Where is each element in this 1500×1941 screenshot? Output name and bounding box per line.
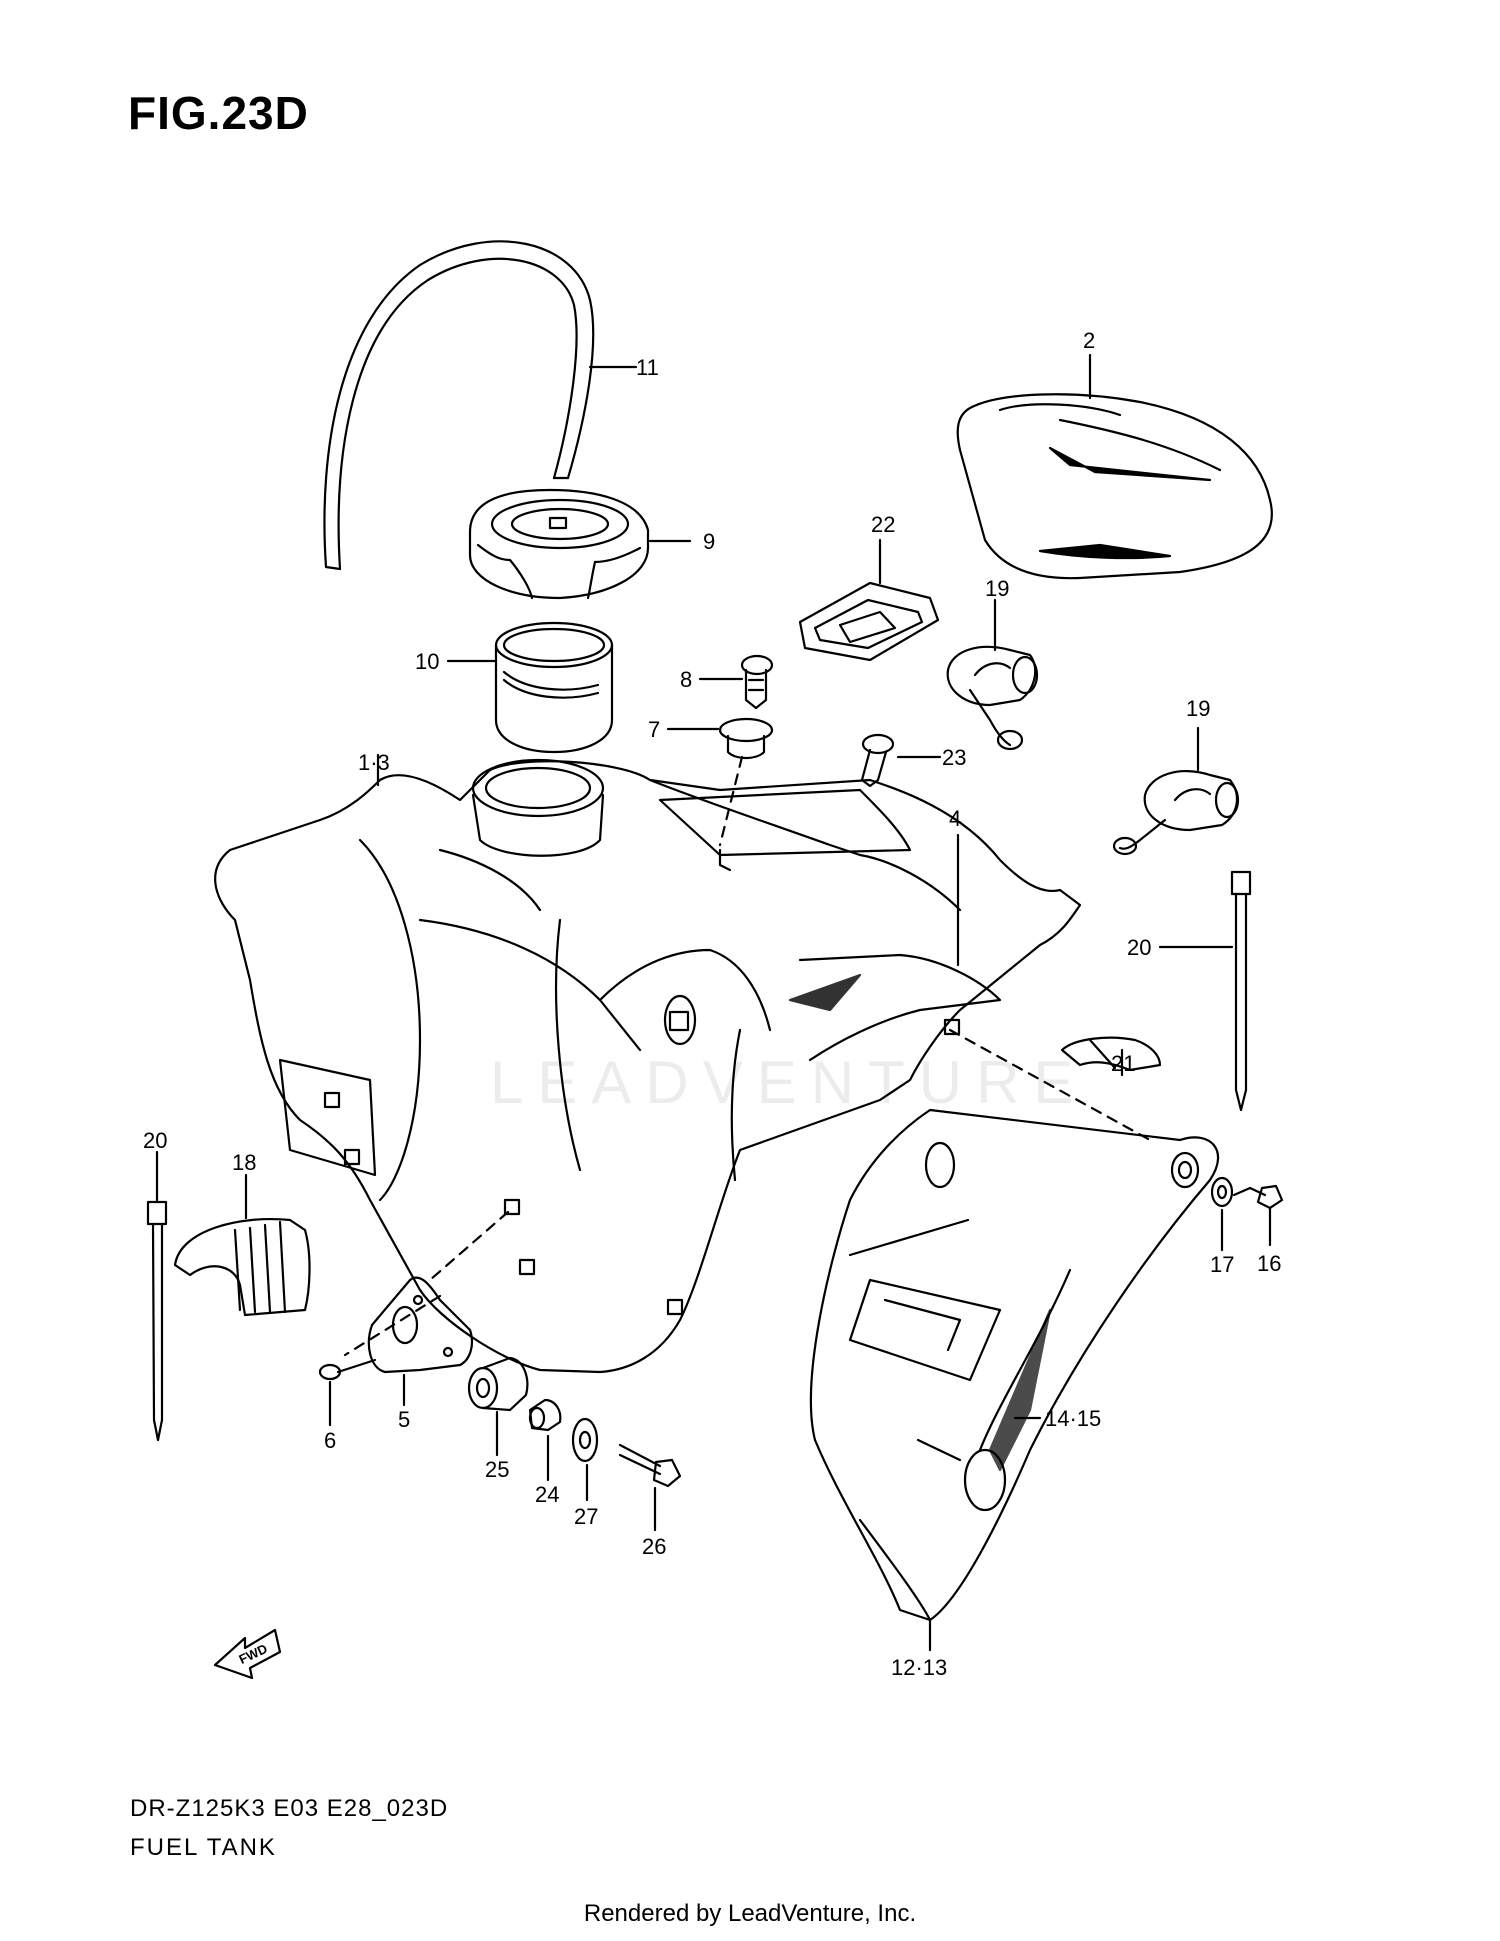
callout-20-left: 20 [143,1128,167,1153]
part-20-cable-tie-right [1160,872,1250,1110]
callout-11: 11 [636,355,659,380]
part-11-breather-hose [324,241,636,569]
callout-24: 24 [535,1482,559,1507]
part-26-bolt [620,1445,680,1530]
callout-1-3: 1·3 [358,750,390,775]
callout-4: 4 [949,806,961,831]
callout-12-13: 12·13 [891,1655,947,1680]
section-name: FUEL TANK [130,1834,277,1861]
callout-26: 26 [642,1534,666,1559]
part-27-washer [573,1419,597,1500]
callout-labels: 1·3 2 4 5 6 7 8 9 10 11 12·13 14·15 16 1… [143,328,1281,1680]
part-20-cable-tie-left [148,1152,166,1440]
callout-2: 2 [1083,328,1095,353]
callout-19-upper: 19 [985,576,1009,601]
figure-title: FIG.23D [128,87,309,139]
callout-6: 6 [324,1428,336,1453]
forward-arrow-icon: FWD [215,1630,280,1678]
part-8-screw [700,656,772,708]
part-6-screw [320,1360,375,1425]
part-9-fuel-cap [470,490,690,598]
part-10-filler-neck-ring [448,623,612,752]
part-2-tank-pad [958,355,1272,578]
part-1-3-fuel-tank [215,755,1080,1372]
callout-20-right: 20 [1127,935,1151,960]
callout-8: 8 [680,667,692,692]
part-21-cushion [1062,1038,1160,1075]
part-7-grommet [668,719,772,758]
callout-16: 16 [1257,1251,1281,1276]
callout-27: 27 [574,1504,598,1529]
part-5-fuel-cock [369,1278,472,1405]
callout-23: 23 [942,745,966,770]
callout-21: 21 [1111,1051,1135,1076]
callout-18: 18 [232,1150,256,1175]
callout-5: 5 [398,1407,410,1432]
callout-25: 25 [485,1457,509,1482]
part-25-grommet [469,1358,527,1455]
part-23-screw [862,735,940,786]
model-code: DR-Z125K3 E03 E28_023D [130,1795,449,1822]
callout-19-lower: 19 [1186,696,1210,721]
part-16-bolt [1234,1186,1282,1245]
callout-9: 9 [703,529,715,554]
part-18-cushion [175,1175,310,1315]
callout-14-15: 14·15 [1045,1406,1101,1431]
part-19-hose-clamp-upper [948,600,1037,749]
watermark-text: LEADVENTURE [490,1049,1087,1116]
callout-7: 7 [648,717,660,742]
rendered-by-credit: Rendered by LeadVenture, Inc. [583,1900,917,1927]
part-24-collar [530,1400,560,1480]
part-17-washer [1212,1178,1232,1250]
callout-22: 22 [871,512,895,537]
part-19-hose-clamp-lower [1114,728,1238,854]
callout-10: 10 [415,649,439,674]
callout-17: 17 [1210,1252,1234,1277]
part-22-strap [800,540,938,660]
part-12-15-tank-shroud [811,1110,1218,1650]
